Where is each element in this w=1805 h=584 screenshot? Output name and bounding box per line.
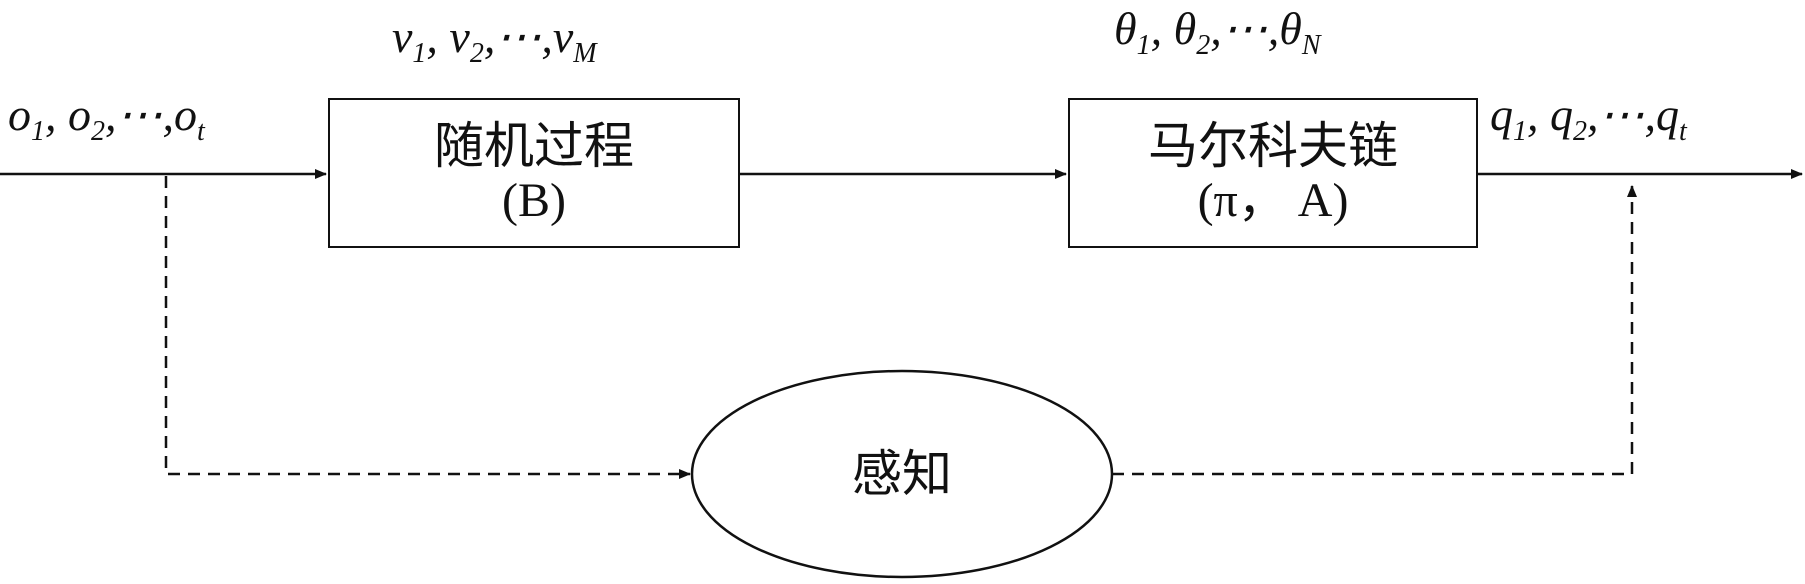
v-sequence-label: v1, v2,⋯,vM (392, 11, 597, 69)
perception-ellipse (690, 369, 1114, 579)
markov-chain-param: (π， A) (1197, 174, 1349, 228)
markov-chain-box: 马尔科夫链 (π， A) (1068, 98, 1478, 248)
output-sequence-label: q1, q2,⋯,qt (1490, 89, 1687, 147)
random-process-param: (B) (502, 174, 566, 228)
markov-chain-title: 马尔科夫链 (1148, 116, 1398, 175)
input-to-perception-dashed-arrow (164, 176, 691, 479)
random-process-box: 随机过程 (B) (328, 98, 740, 248)
input-sequence-label: o1, o2,⋯,ot (8, 89, 205, 147)
random-process-title: 随机过程 (434, 116, 634, 175)
perception-to-output-dashed-arrow (1112, 185, 1637, 476)
perception-label: 感知 (852, 445, 952, 503)
theta-sequence-label: θ1, θ2,⋯,θN (1114, 3, 1321, 61)
